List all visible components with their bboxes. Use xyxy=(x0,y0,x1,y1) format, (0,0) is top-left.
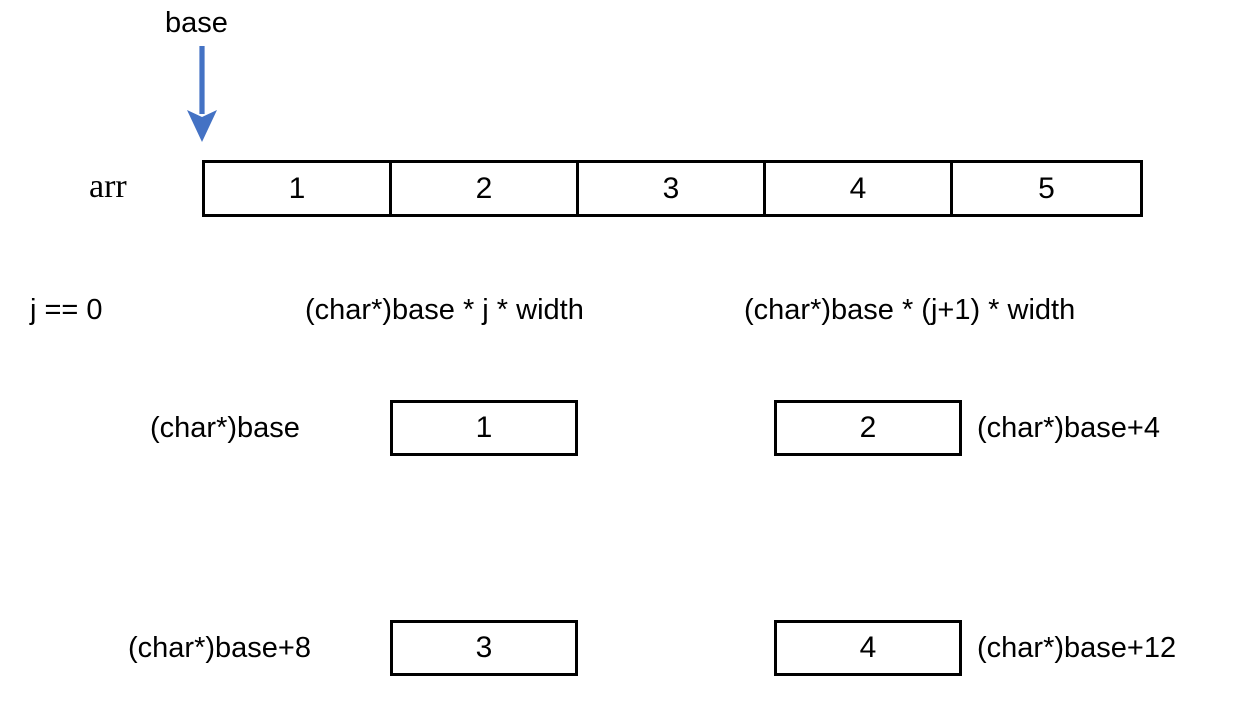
array-cell: 1 xyxy=(205,163,392,214)
base-pointer-label: base xyxy=(165,7,228,39)
element-box: 3 xyxy=(390,620,578,676)
element-box: 4 xyxy=(774,620,962,676)
condition-label: j == 0 xyxy=(30,294,103,326)
array-cell: 3 xyxy=(579,163,766,214)
array-cell: 4 xyxy=(766,163,953,214)
array-name-label: arr xyxy=(89,168,127,205)
down-arrow-icon xyxy=(183,46,221,142)
array-cell: 2 xyxy=(392,163,579,214)
array-row: 1 2 3 4 5 xyxy=(202,160,1143,217)
formula-right-label: (char*)base * (j+1) * width xyxy=(744,294,1076,326)
element-box: 2 xyxy=(774,400,962,456)
element-box: 1 xyxy=(390,400,578,456)
element-address-label: (char*)base xyxy=(150,412,300,444)
element-address-label: (char*)base+8 xyxy=(128,632,311,664)
element-address-label: (char*)base+12 xyxy=(977,632,1177,664)
array-cell: 5 xyxy=(1038,171,1055,205)
element-address-label: (char*)base+4 xyxy=(977,412,1160,444)
formula-left-label: (char*)base * j * width xyxy=(305,294,584,326)
